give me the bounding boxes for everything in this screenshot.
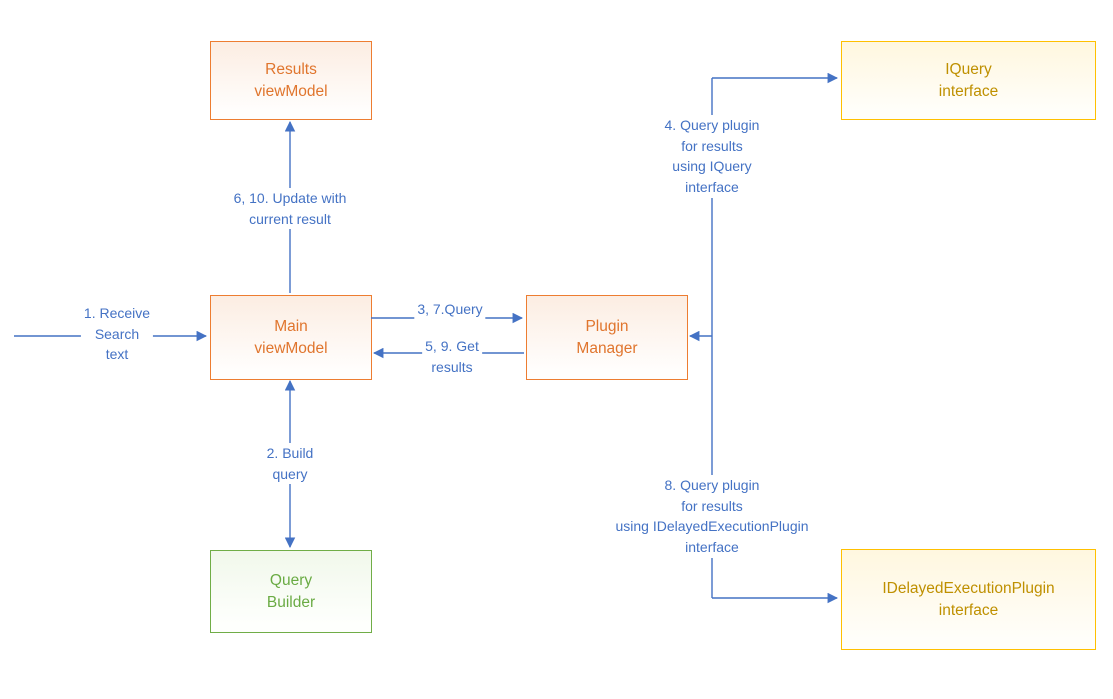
plugin-manager-label: Plugin Manager: [576, 318, 638, 357]
query-builder-box: Query Builder: [210, 550, 372, 633]
label-query-plugin-idelayedexecutionplugin: 8. Query plugin for results using IDelay…: [612, 475, 812, 558]
plugin-manager-box: Plugin Manager: [526, 295, 688, 380]
idelayedexecutionplugin-interface-box: IDelayedExecutionPlugin interface: [841, 549, 1096, 650]
idelayedexecutionplugin-interface-label: IDelayedExecutionPlugin interface: [882, 580, 1055, 619]
label-build-query: 2. Build query: [263, 443, 317, 485]
label-query-plugin-iquery: 4. Query plugin for results using IQuery…: [661, 115, 763, 198]
label-query: 3, 7.Query: [414, 299, 486, 320]
results-viewmodel-label: Results viewModel: [254, 61, 328, 100]
main-viewmodel-box: Main viewModel: [210, 295, 372, 380]
results-viewmodel-box: Results viewModel: [210, 41, 372, 120]
iquery-interface-box: IQuery interface: [841, 41, 1096, 120]
label-update-with-current-result: 6, 10. Update with current result: [230, 188, 350, 230]
main-viewmodel-label: Main viewModel: [254, 318, 328, 357]
iquery-interface-label: IQuery interface: [938, 61, 999, 100]
label-get-results: 5, 9. Get results: [422, 336, 482, 378]
label-receive-search: 1. Receive Search text: [80, 303, 154, 366]
query-builder-label: Query Builder: [266, 572, 316, 611]
